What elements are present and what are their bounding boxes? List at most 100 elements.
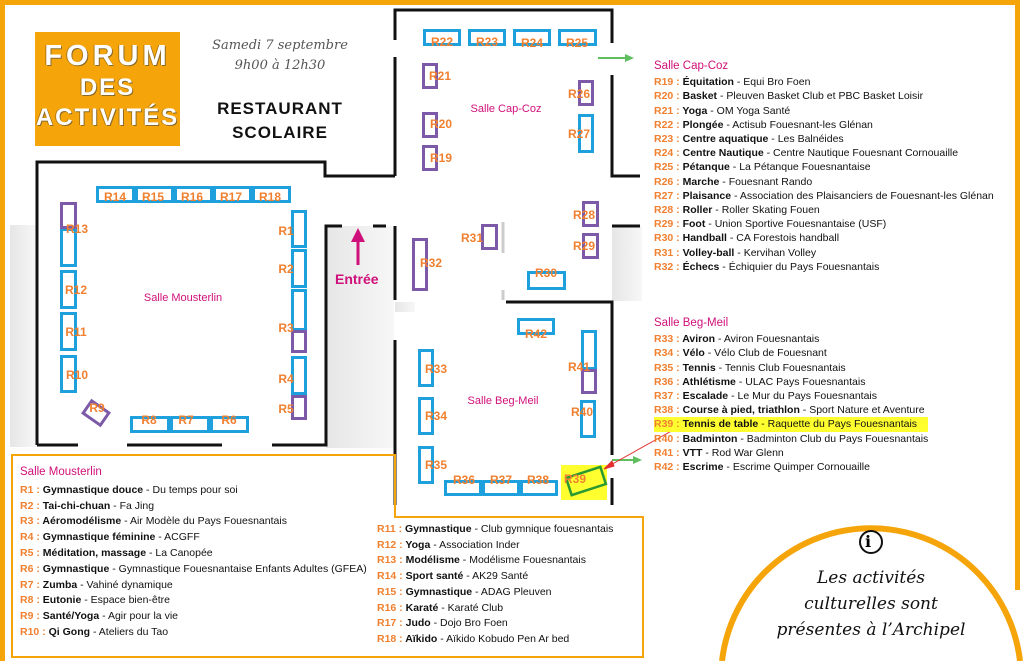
legend-item-r3: R3 : Aéromodélisme - Air Modèle du Pays …: [20, 515, 287, 528]
stand-r25[interactable]: [558, 29, 597, 46]
stand-label-r14: R14: [103, 190, 127, 204]
stand-r27[interactable]: [578, 114, 594, 153]
stand-r14[interactable]: [96, 186, 135, 203]
stand-r36[interactable]: [444, 480, 482, 496]
stand-id: R9: [20, 610, 34, 623]
info-icon: i: [865, 532, 872, 551]
stand-r10[interactable]: [60, 355, 77, 393]
stand-r3-part[interactable]: [291, 330, 307, 353]
club-name: CA Forestois handball: [736, 232, 840, 245]
activity-name: Foot: [682, 218, 706, 231]
activity-name: Marche: [682, 175, 720, 188]
club-name: Union Sportive Fouesnantaise (USF): [714, 218, 887, 231]
activity-name: Qi Gong: [48, 625, 91, 638]
stand-label-r41: R41: [567, 360, 591, 374]
stand-label-r31: R31: [460, 231, 484, 245]
stand-r41-part[interactable]: [581, 369, 597, 394]
stand-r5[interactable]: [291, 395, 307, 420]
stand-r40[interactable]: [580, 400, 596, 438]
stand-r6[interactable]: [210, 416, 249, 433]
club-name: Fa Jing: [119, 499, 155, 512]
stand-r32[interactable]: [412, 238, 428, 291]
legend-item-r36: R36 : Athlétisme - ULAC Pays Fouesnantai…: [654, 375, 866, 388]
activity-name: VTT: [682, 446, 703, 459]
stand-label-r28: R28: [572, 208, 596, 222]
stand-r1[interactable]: [291, 210, 307, 248]
stand-label-r4: R4: [278, 372, 294, 386]
club-name: Le Mur du Pays Fouesnantais: [737, 390, 878, 403]
activity-name: Basket: [682, 90, 718, 103]
activity-name: Karaté: [405, 601, 439, 614]
stand-label-r24: R24: [520, 36, 544, 50]
stand-id: R4: [20, 531, 34, 544]
activity-name: Plongée: [682, 118, 724, 131]
stand-r29[interactable]: [582, 233, 599, 259]
stand-r4[interactable]: [291, 356, 307, 395]
info-line: culturelles sont: [804, 594, 938, 614]
activity-name: Méditation, massage: [42, 546, 147, 559]
stand-r21[interactable]: [422, 63, 438, 89]
stand-r35[interactable]: [418, 446, 434, 484]
stand-r37[interactable]: [482, 480, 520, 496]
stand-r33[interactable]: [418, 349, 434, 387]
activity-name: Gymnastique féminine: [42, 531, 156, 544]
stand-r22[interactable]: [423, 29, 461, 46]
club-name: Equi Bro Foen: [743, 76, 811, 89]
legend-item-r41: R41 : VTT - Rod War Glenn: [654, 446, 784, 459]
stand-r18[interactable]: [252, 186, 291, 203]
stand-r42[interactable]: [517, 318, 555, 335]
stand-label-r9: R9: [89, 401, 105, 415]
stand-r15[interactable]: [135, 186, 174, 203]
stand-r23[interactable]: [468, 29, 506, 46]
activity-name: Tai-chi-chuan: [42, 499, 111, 512]
stand-label-r32: R32: [419, 256, 443, 270]
club-name: ACGFF: [164, 531, 200, 544]
activity-name: Escrime: [682, 461, 724, 474]
stand-label-r3: R3: [278, 321, 294, 335]
entrance-label: Entrée: [335, 271, 379, 287]
stand-label-r18: R18: [258, 190, 282, 204]
stand-id: R21: [654, 104, 674, 117]
stand-r13[interactable]: [60, 228, 77, 267]
exit-arrow-icon-begmeil: [612, 456, 642, 464]
stand-r11[interactable]: [60, 312, 77, 351]
stand-r17[interactable]: [213, 186, 252, 203]
stand-label-r27: R27: [567, 127, 591, 141]
stand-id: R18: [377, 632, 397, 645]
stand-id: R33: [654, 333, 674, 346]
club-name: Roller Skating Fouen: [721, 204, 820, 217]
stand-r24[interactable]: [513, 29, 551, 46]
stand-label-r37: R37: [489, 473, 513, 487]
stand-r20[interactable]: [422, 112, 438, 138]
stand-r12[interactable]: [60, 270, 77, 309]
club-name: Tennis Club Fouesnantais: [724, 361, 846, 374]
stand-r26[interactable]: [578, 80, 594, 106]
stand-r34[interactable]: [418, 397, 434, 435]
legend-item-r4: R4 : Gymnastique féminine - ACGFF: [20, 531, 200, 544]
stand-r7[interactable]: [170, 416, 210, 433]
stand-label-r17: R17: [219, 190, 243, 204]
stand-r31[interactable]: [481, 224, 498, 250]
stand-r3[interactable]: [291, 289, 307, 331]
activity-name: Athlétisme: [682, 375, 736, 388]
stand-r30[interactable]: [527, 271, 566, 290]
wall-mousterlin-bottom: [37, 224, 386, 447]
stand-r8[interactable]: [130, 416, 170, 433]
stand-r2[interactable]: [291, 249, 307, 288]
stand-r38[interactable]: [520, 480, 558, 496]
stand-label-r16: R16: [180, 190, 204, 204]
activity-name: Aïkido: [405, 632, 438, 645]
legend-item-r12: R12 : Yoga - Association Inder: [377, 538, 520, 551]
stand-id: R1: [20, 483, 34, 496]
stand-label-r38: R38: [526, 473, 550, 487]
stand-r19[interactable]: [422, 145, 438, 171]
stand-r16[interactable]: [174, 186, 213, 203]
stand-id: R25: [654, 161, 674, 174]
event-date: Samedi 7 septembre 9h00 à 12h30: [200, 36, 360, 76]
stand-r13-part[interactable]: [60, 202, 77, 229]
stand-id: R27: [654, 189, 674, 202]
stand-r28[interactable]: [582, 201, 599, 227]
stand-r41[interactable]: [581, 330, 597, 370]
club-name: Association des Plaisanciers de Fouesnan…: [739, 189, 994, 202]
